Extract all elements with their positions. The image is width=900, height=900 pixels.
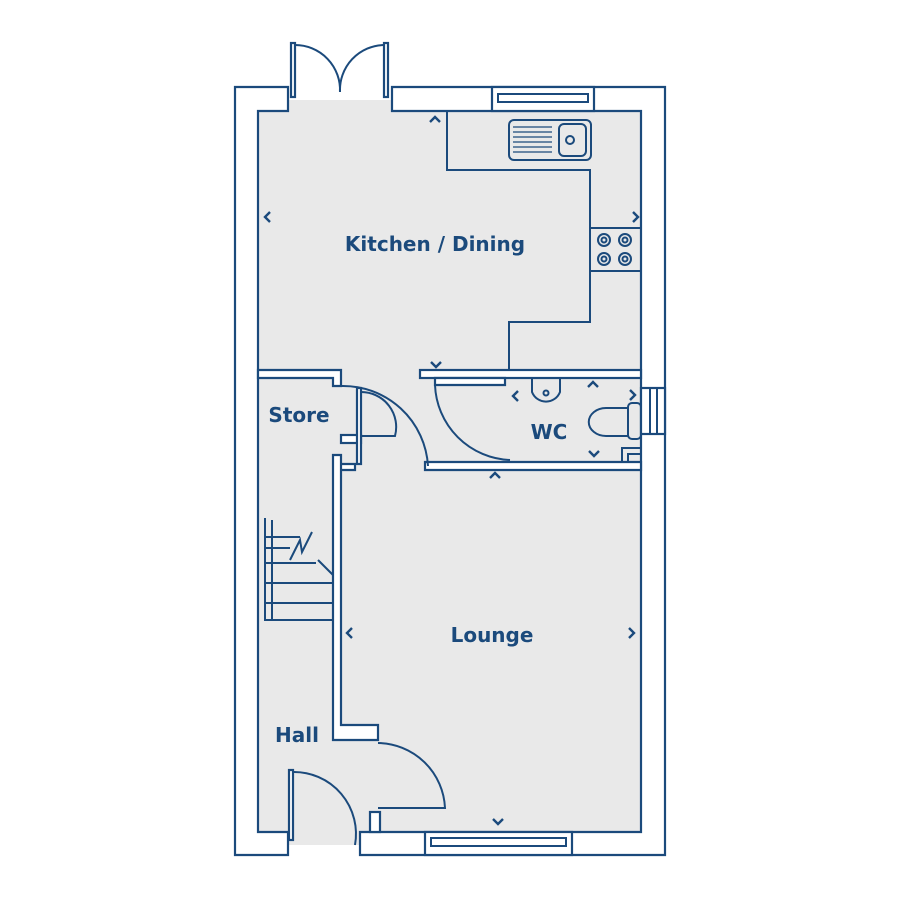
floor-area <box>258 100 641 845</box>
wall-kitchen-wc <box>418 368 643 380</box>
wall-store-top <box>256 368 343 388</box>
door-front <box>287 768 357 846</box>
room-label-kitchen: Kitchen / Dining <box>344 232 526 256</box>
room-label-lounge: Lounge <box>450 623 534 647</box>
wall-store-lounge <box>331 453 380 742</box>
window-lounge <box>423 830 574 857</box>
door-lounge <box>340 384 429 467</box>
dimension-markers <box>263 115 640 826</box>
toilet-icon <box>587 402 642 462</box>
room-label-store: Store <box>268 403 330 427</box>
room-label-wc: WC <box>530 420 568 444</box>
sink-icon <box>508 119 592 161</box>
wall-hall-bottom <box>368 810 382 834</box>
french-doors <box>289 41 390 99</box>
door-wc <box>434 384 511 461</box>
staircase <box>264 518 334 621</box>
basin-icon <box>531 378 561 403</box>
wall-wc-bottom <box>423 460 643 472</box>
room-label-hall: Hall <box>275 723 319 747</box>
kitchen-worktop <box>446 111 591 370</box>
door-hall-lounge <box>377 742 447 809</box>
window-wc <box>639 386 667 436</box>
outer-wall-right <box>358 85 667 857</box>
window-kitchen <box>490 85 596 113</box>
hob-icon <box>597 233 632 266</box>
